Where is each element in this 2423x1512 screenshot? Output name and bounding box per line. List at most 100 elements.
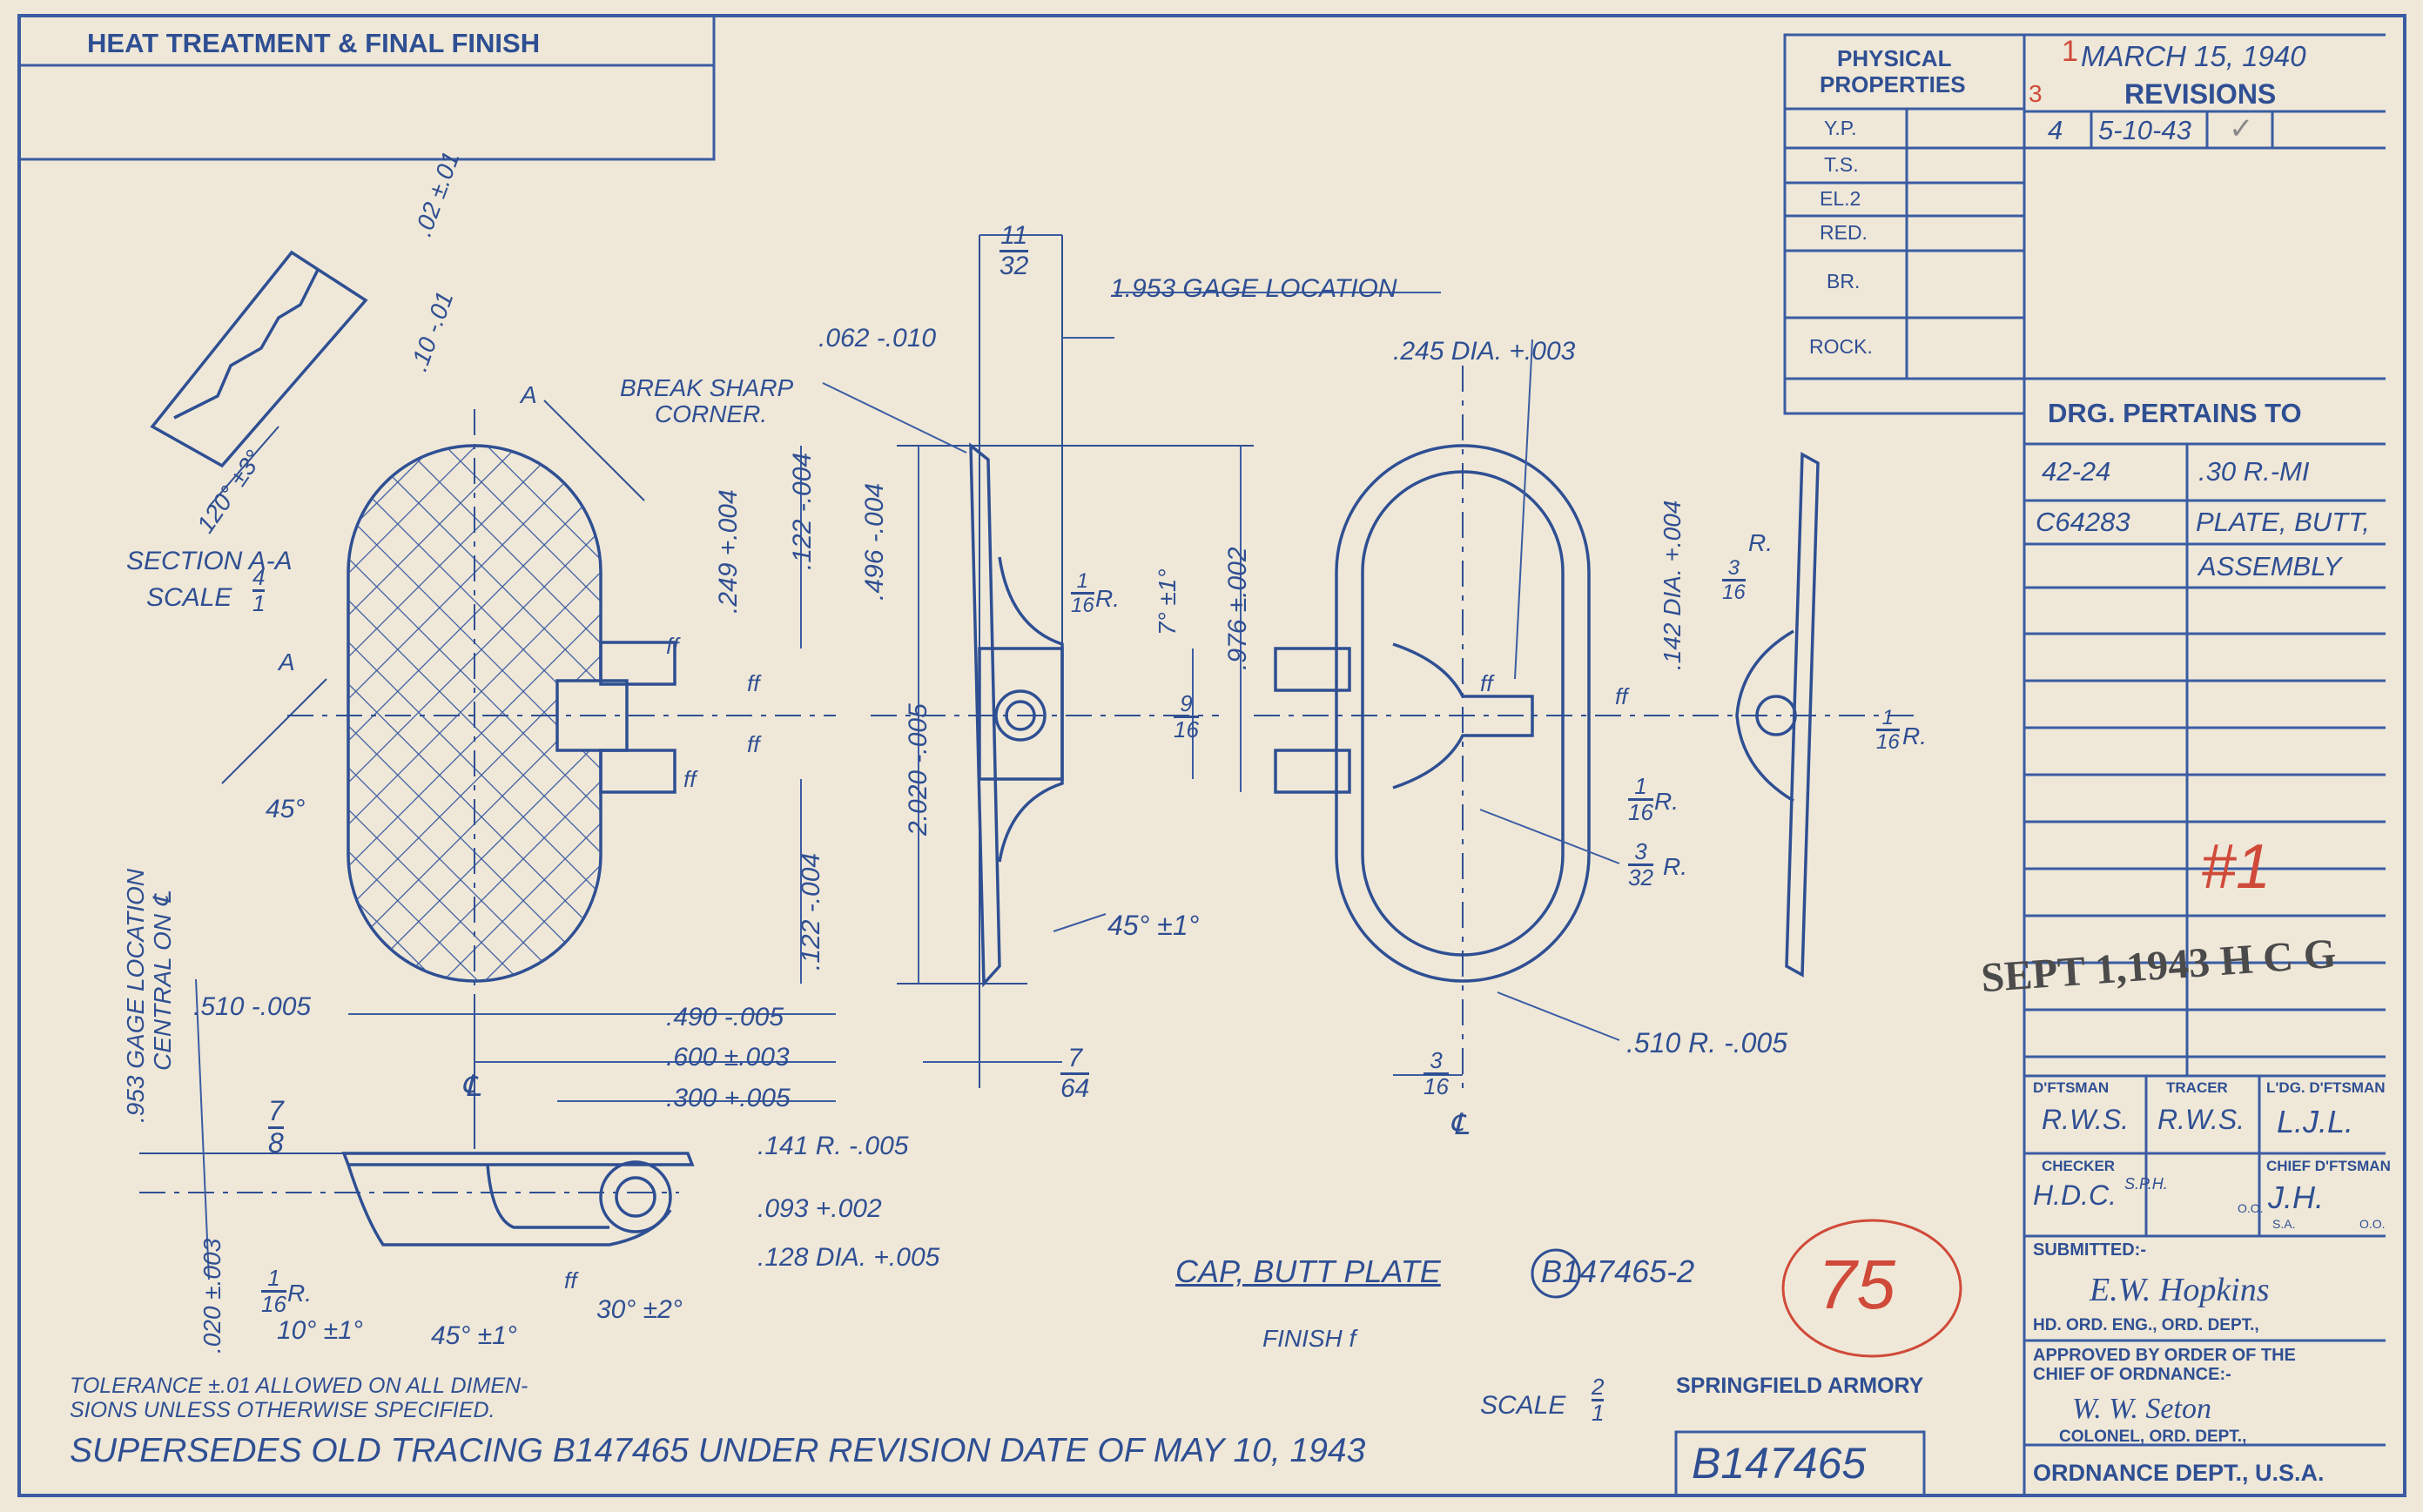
dim-122-top: .122 -.004 [788,452,817,570]
dim-300: .300 +.005 [666,1084,791,1112]
approved-signature: W. W. Seton [2072,1393,2211,1425]
dim-496: .496 -.004 [860,482,889,601]
submitted-signature: E.W. Hopkins [2090,1272,2270,1308]
prop-red: RED. [1820,221,1868,244]
dim-122-bottom: .122 -.004 [797,852,825,971]
ldg-dftsman-initials: L.J.L. [2277,1104,2354,1139]
dim-angle-30: 30° ±2° [596,1295,683,1324]
physical-properties-title-1: PHYSICAL [1837,45,1952,71]
centerline-rear: ℄ [1450,1108,1469,1141]
finish-note: FINISH f [1262,1325,1356,1352]
dim-r-rear: R. [1654,788,1679,815]
checker-initials: H.D.C. [2033,1179,2117,1211]
section-mark-a-top: A [521,381,537,408]
dim-249: .249 +.004 [714,489,743,614]
dim-angle-7: 7° ±1° [1154,568,1181,635]
finish-mark-5: ff [1615,683,1628,709]
break-corner-1: BREAK SHARP [620,374,794,401]
armory-name: SPRINGFIELD ARMORY [1676,1374,1924,1398]
section-a-a [150,250,368,507]
scale-label: SCALE [1480,1391,1566,1420]
dftsman-label: D'FTSMAN [2033,1079,2110,1096]
drawing-number: B147465 [1692,1439,1867,1488]
prop-ts: T.S. [1824,153,1859,176]
dim-141R: .141 R. -.005 [757,1132,909,1160]
tracer-initials: R.W.S. [2157,1104,2245,1135]
dimension-lines [195,234,1620,1280]
part-name: CAP, BUTT PLATE [1175,1253,1441,1289]
chief-oo: O.O. [2359,1217,2386,1231]
cap-side-view [871,235,1254,1088]
finish-mark-1: ff [666,633,679,659]
tolerance-note-1: TOLERANCE ±.01 ALLOWED ON ALL DIMEN- [70,1374,528,1398]
handwritten-mark: #1 [2201,832,2272,902]
dim-angle-45: 45° [266,795,306,823]
tolerance-note-2: SIONS UNLESS OTHERWISE SPECIFIED. [70,1398,495,1422]
break-corner-2: CORNER. [655,400,768,427]
prop-el2: EL.2 [1820,187,1861,210]
sheet-border [17,14,2406,1497]
circled-number: 75 [1818,1246,1895,1323]
submitted-label: SUBMITTED:- [2033,1240,2146,1260]
tracer-label: TRACER [2166,1079,2228,1096]
prop-rock: ROCK. [1809,335,1873,358]
pertains-row1-left: 42-24 [2042,456,2111,487]
dim-953-gage-2: CENTRAL ON ℄ [149,891,176,1071]
section-mark-a-left: A [279,648,295,675]
cap-edge-view [1735,452,1820,978]
dim-020: .020 ±.003 [199,1238,225,1354]
pertains-row2-right: PLATE, BUTT, [2196,507,2370,537]
dim-976: .976 ±.002 [1223,547,1252,670]
dim-angle-45-bottom: 45° ±1° [431,1321,517,1350]
revisions-title: REVISIONS [2124,78,2277,110]
finish-mark-6: ff [1480,670,1493,696]
heat-treatment-box [17,14,716,161]
prop-yp: Y.P. [1824,117,1857,139]
dim-r-edge-2: R. [1902,722,1927,749]
dim-600: .600 ±.003 [666,1043,790,1072]
dim-1953-gage: 1.953 GAGE LOCATION [1110,274,1397,303]
revision-mark-3: 3 [2029,80,2043,107]
cap-front-view [221,400,836,1027]
pertains-title: DRG. PERTAINS TO [2048,398,2302,428]
dim-062: .062 -.010 [818,324,937,353]
finish-mark-4: ff [683,766,697,792]
dim-dia-128: .128 DIA. +.005 [757,1243,940,1272]
dim-510R: .510 R. -.005 [1626,1027,1787,1058]
chief-dftsman-initials: J.H. [2268,1179,2325,1215]
dim-dia-245: .245 DIA. +.003 [1393,337,1576,366]
physical-properties-title-2: PROPERTIES [1820,71,1966,97]
ordnance-footer: ORDNANCE DEPT., U.S.A. [2033,1460,2325,1486]
dim-r-rear-2: R. [1663,853,1687,880]
section-label: SECTION A-A [126,547,293,575]
ldg-dftsman-label: L'DG. D'FTSMAN [2266,1079,2386,1096]
dim-r-edge: R. [1748,529,1773,556]
cap-profile-view [139,1010,695,1247]
dim-angle-45-1: 45° ±1° [1107,910,1200,941]
pertains-row3-right: ASSEMBLY [2198,551,2342,581]
dim-490: .490 -.005 [666,1003,784,1032]
checker-label: CHECKER [2042,1158,2116,1174]
centerline-bottom: ℄ [461,1070,481,1103]
approved-title: COLONEL, ORD. DEPT., [2059,1428,2247,1446]
revision-number: 4 [2048,115,2063,145]
supersedes-note: SUPERSEDES OLD TRACING B147465 UNDER REV… [70,1432,1366,1469]
revision-mark-1: 1 [2062,35,2078,68]
dim-dia-142: .142 DIA. +.004 [1659,500,1686,670]
chief-dftsman-label: CHIEF D'FTSMAN [2266,1158,2391,1174]
dim-r-side: R. [1095,585,1120,612]
dim-angle-10: 10° ±1° [277,1316,363,1345]
part-number: B147465-2 [1541,1253,1695,1289]
finish-mark-7: ff [564,1267,577,1294]
dftsman-initials: R.W.S. [2042,1104,2130,1135]
